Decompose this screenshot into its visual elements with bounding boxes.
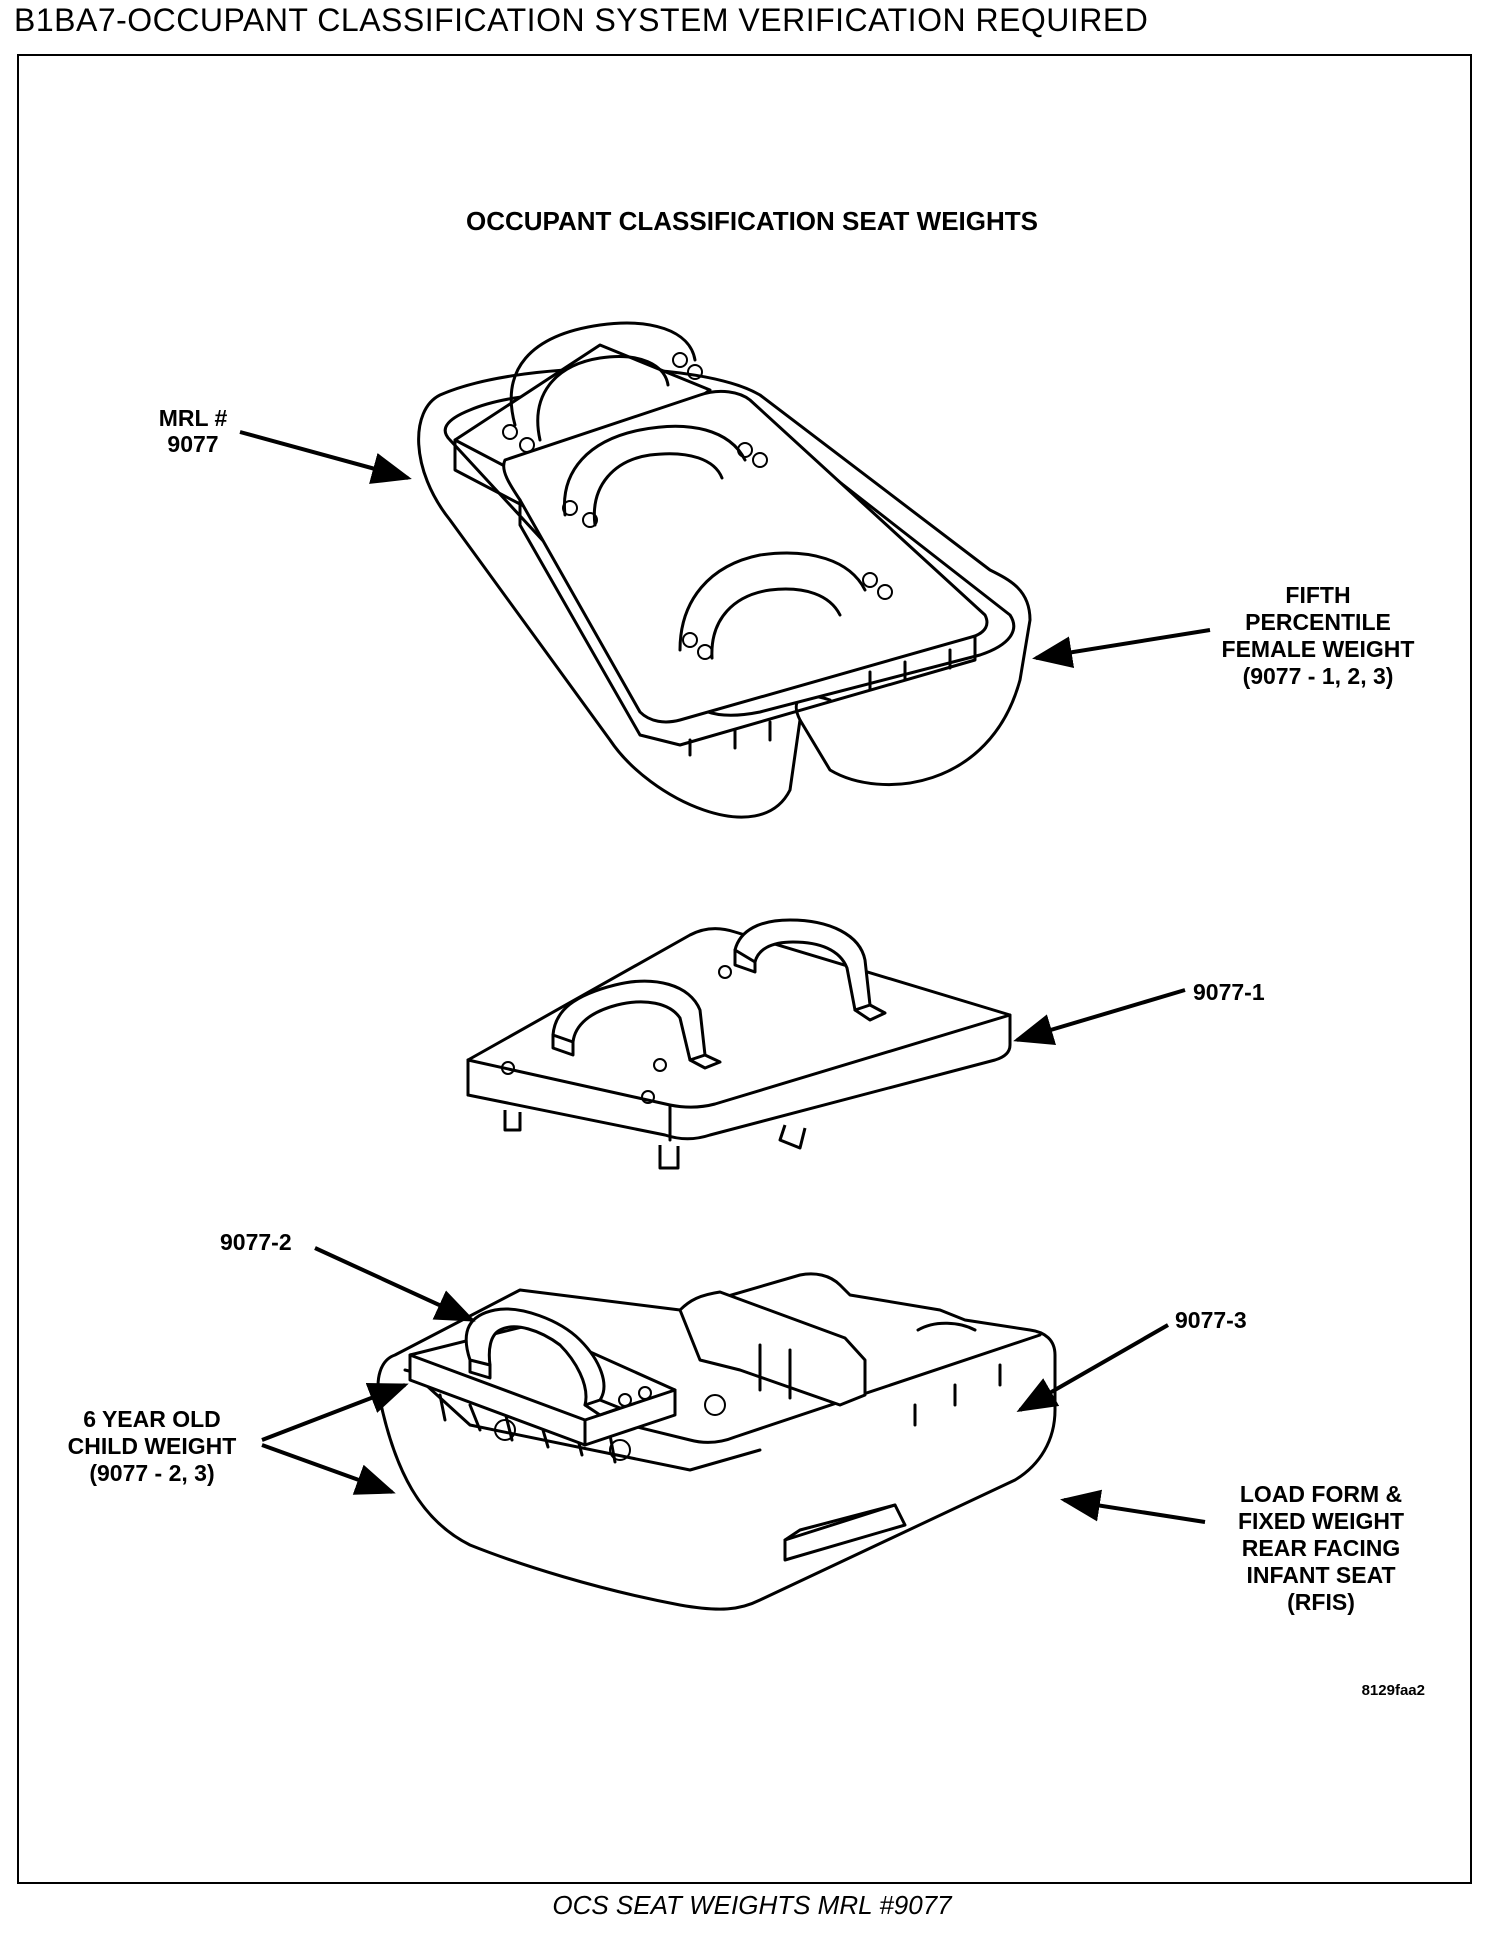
label-load-form: LOAD FORM & FIXED WEIGHT REAR FACING INF… [1060,1481,1404,1615]
figure-frame [17,54,1472,1884]
page-title: B1BA7-OCCUPANT CLASSIFICATION SYSTEM VER… [14,2,1149,38]
label-load-line-1: LOAD FORM & [1240,1481,1402,1507]
child-weight-9077-2 [408,1307,677,1447]
label-9077-3: 9077-3 [1175,1307,1247,1333]
label-child-line-2: CHILD WEIGHT [68,1433,237,1459]
label-9077-2: 9077-2 [220,1229,292,1255]
weight-plate-9077-1 [466,918,1012,1170]
label-mrl-line-1: MRL # [159,405,228,431]
figure-caption: OCS SEAT WEIGHTS MRL #9077 [552,1890,952,1920]
arrow-child-upper [261,1382,409,1442]
label-fifth-line-1: FIFTH [1285,582,1350,608]
label-fifth-line-2: PERCENTILE [1245,609,1391,635]
label-load-line-5: (RFIS) [1287,1589,1355,1615]
label-child-line-1: 6 YEAR OLD [83,1406,221,1432]
arrow-mrl [239,430,412,484]
arrow-child-lower [261,1443,396,1495]
arrow-9077-3 [1016,1323,1169,1412]
figure-code: 8129faa2 [1362,1682,1425,1699]
arrow-load-form [1060,1489,1206,1524]
label-load-line-3: REAR FACING [1242,1535,1400,1561]
label-child-weight: 6 YEAR OLD CHILD WEIGHT (9077 - 2, 3) [68,1382,409,1495]
label-load-line-4: INFANT SEAT [1246,1562,1395,1588]
label-mrl: MRL # 9077 [159,405,412,484]
label-mrl-line-2: 9077 [167,431,218,457]
arrow-9077-2 [314,1246,476,1322]
diagram-heading: OCCUPANT CLASSIFICATION SEAT WEIGHTS [466,206,1038,236]
label-child-line-3: (9077 - 2, 3) [89,1460,214,1486]
label-load-line-2: FIXED WEIGHT [1238,1508,1404,1534]
stacked-weights-assembly [417,321,1032,819]
label-fifth-line-4: (9077 - 1, 2, 3) [1243,663,1394,689]
label-part-3: 9077-3 [1016,1307,1247,1412]
label-part-1: 9077-1 [1013,979,1265,1046]
label-9077-1: 9077-1 [1193,979,1265,1005]
arrow-fifth [1032,628,1211,669]
arrow-9077-1 [1013,988,1186,1046]
label-fifth-percentile: FIFTH PERCENTILE FEMALE WEIGHT (9077 - 1… [1032,582,1415,689]
label-part-2: 9077-2 [220,1229,476,1322]
label-fifth-line-3: FEMALE WEIGHT [1222,636,1415,662]
